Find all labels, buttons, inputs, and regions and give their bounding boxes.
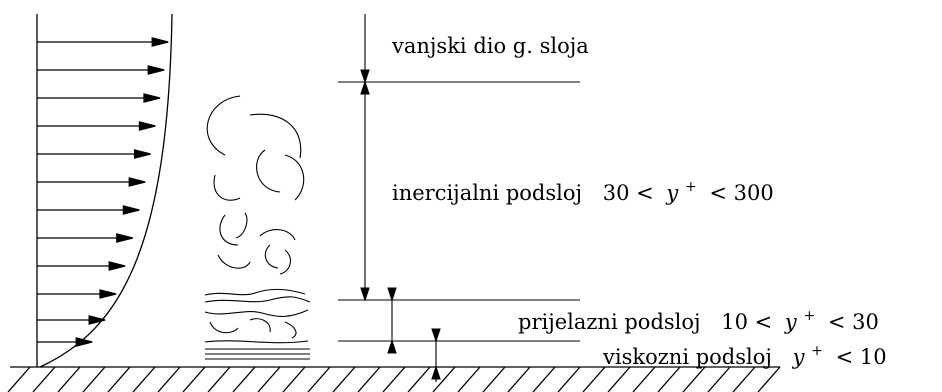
hatch-line [157, 366, 181, 392]
hatch-line [357, 366, 381, 392]
hatch-line [57, 366, 81, 392]
hatch-line [207, 366, 231, 392]
hatch-line [632, 366, 656, 392]
viscous-variable: y [792, 345, 806, 369]
hatch-line [82, 366, 106, 392]
viscous-upper: < 10 [836, 345, 887, 369]
eddy [284, 154, 305, 201]
hatch-line [257, 366, 281, 392]
velocity-profile [36, 13, 173, 368]
inertial-sublayer-label: inercijalni podsloj 30 < y + < 300 [392, 172, 774, 205]
velocity-profile-curve [39, 13, 173, 368]
velocity-arrows [37, 37, 169, 347]
inertial-variable: y [665, 181, 679, 205]
velocity-arrowhead [108, 261, 126, 271]
hatch-line [532, 366, 556, 392]
hatch-line [757, 366, 781, 392]
buffer-variable: y [784, 310, 798, 334]
eddy [235, 212, 248, 239]
wavy-line [204, 288, 306, 296]
hatch-line [182, 366, 206, 392]
hatch-line [132, 366, 156, 392]
eddy [209, 321, 239, 334]
velocity-arrowhead [122, 205, 140, 215]
viscous-sublayer-label: viskozni podsloj y + < 10 [602, 336, 887, 369]
hatch-line [232, 366, 256, 392]
velocity-arrowhead [75, 337, 93, 347]
wall-hatching [7, 366, 781, 392]
viscous-name: viskozni podsloj [602, 345, 772, 369]
eddy [264, 244, 279, 269]
hatch-line [32, 366, 56, 392]
hatch-line [507, 366, 531, 392]
buffer-upper: < 30 [828, 310, 879, 334]
velocity-arrowhead [143, 93, 161, 103]
hatch-line [382, 366, 406, 392]
eddies [204, 95, 311, 360]
inertial-arrowhead-top [360, 80, 370, 95]
hatch-line [332, 366, 356, 392]
buffer-lower: 10 < [721, 310, 772, 334]
hatch-line [7, 366, 31, 392]
velocity-arrowhead [133, 149, 151, 159]
hatch-line [482, 366, 506, 392]
velocity-arrowhead [147, 65, 165, 75]
hatch-line [682, 366, 706, 392]
eddy [219, 214, 239, 246]
viscous-arrowhead-top [431, 328, 441, 343]
velocity-arrowhead [99, 289, 117, 299]
hatch-line [732, 366, 756, 392]
hatch-line [707, 366, 731, 392]
layer-boundaries [338, 81, 580, 342]
buffer-name: prijelazni podsloj [518, 310, 701, 334]
eddy [249, 318, 271, 333]
eddy [284, 321, 297, 339]
inertial-lower: 30 < [603, 181, 654, 205]
hatch-line [407, 366, 431, 392]
hatch-line [107, 366, 131, 392]
inertial-name: inercijalni podsloj [392, 181, 582, 205]
eddy [217, 254, 251, 269]
hatch-line [282, 366, 306, 392]
outer-arrowhead [360, 69, 370, 84]
eddy [256, 149, 281, 193]
viscous-superscript: + [811, 343, 823, 359]
buffer-sublayer-label: prijelazni podsloj 10 < y + < 30 [518, 301, 879, 334]
velocity-arrowhead [128, 177, 146, 187]
inertial-arrowhead-bottom [360, 287, 370, 302]
velocity-arrowhead [116, 233, 133, 243]
wavy-line [204, 296, 311, 303]
eddy [249, 113, 302, 159]
dimension-arrows [360, 14, 441, 382]
wall [7, 366, 781, 392]
eddy [206, 95, 241, 156]
velocity-arrowhead [151, 37, 169, 47]
outer-layer-label: vanjski dio g. sloja [391, 34, 589, 58]
buffer-arrowhead-top [387, 287, 397, 302]
hatch-line [607, 366, 631, 392]
eddy [213, 174, 241, 201]
eddy [279, 249, 291, 275]
laminar-line [204, 340, 309, 344]
inertial-upper: < 300 [709, 181, 773, 205]
hatch-line [432, 366, 456, 392]
buffer-arrowhead-bottom [387, 339, 397, 354]
hatch-line [457, 366, 481, 392]
hatch-line [582, 366, 606, 392]
hatch-line [657, 366, 681, 392]
hatch-line [557, 366, 581, 392]
velocity-arrowhead [88, 315, 106, 325]
velocity-arrowhead [138, 121, 156, 131]
hatch-line [307, 366, 331, 392]
inertial-superscript: + [685, 179, 697, 195]
wavy-line [204, 309, 309, 317]
eddy [259, 229, 296, 241]
buffer-superscript: + [803, 308, 815, 324]
